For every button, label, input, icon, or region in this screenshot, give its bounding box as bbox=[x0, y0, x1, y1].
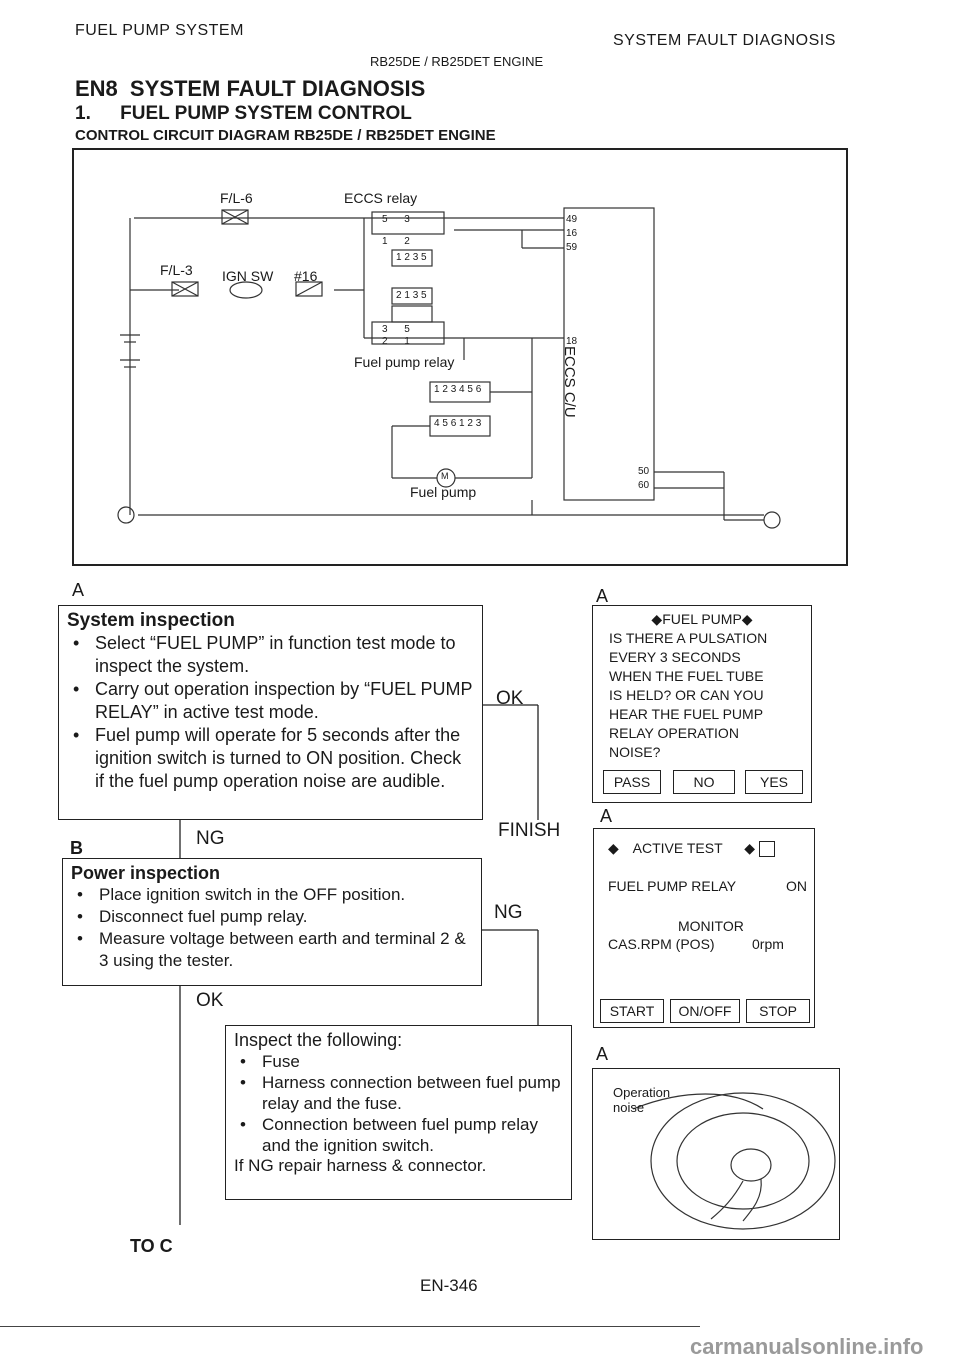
diagram-caption: CONTROL CIRCUIT DIAGRAM RB25DE / RB25DET… bbox=[75, 127, 496, 144]
screen1-panel: ◆FUEL PUMP◆ IS THERE A PULSATION EVERY 3… bbox=[592, 605, 812, 803]
screen2-panel: ◆ ACTIVE TEST ◆ FUEL PUMP RELAY ON MONIT… bbox=[593, 828, 815, 1028]
flow-ok-1: OK bbox=[496, 688, 524, 709]
system-inspection-list: Select “FUEL PUMP” in function test mode… bbox=[67, 632, 474, 793]
section-title: SYSTEM FAULT DIAGNOSIS bbox=[129, 76, 426, 101]
list-item: Connection between fuel pump relay and t… bbox=[234, 1114, 563, 1156]
pin-49: 49 bbox=[566, 214, 578, 225]
operation-noise-label: Operation noise bbox=[613, 1085, 671, 1115]
header-engine: RB25DE / RB25DET ENGINE bbox=[370, 54, 544, 69]
section-num: 1. bbox=[75, 103, 91, 124]
header-right: SYSTEM FAULT DIAGNOSIS bbox=[613, 32, 836, 49]
power-inspection-list: Place ignition switch in the OFF positio… bbox=[71, 884, 473, 972]
inspect-title: Inspect the following: bbox=[234, 1030, 403, 1050]
screen2-row1-label: FUEL PUMP RELAY bbox=[608, 878, 737, 894]
pin-59: 59 bbox=[566, 242, 578, 253]
checkbox-icon[interactable] bbox=[758, 841, 775, 858]
flow-ok-2: OK bbox=[196, 990, 224, 1011]
screen2-monitor: MONITOR bbox=[678, 918, 744, 934]
list-item: Fuel pump will operate for 5 seconds aft… bbox=[67, 724, 474, 793]
flow-a-left: A bbox=[72, 580, 85, 600]
screen2-title: ACTIVE TEST bbox=[632, 840, 723, 856]
pin-60: 60 bbox=[638, 480, 650, 491]
section-subtitle: FUEL PUMP SYSTEM CONTROL bbox=[120, 103, 412, 124]
label-eccs-relay: ECCS relay bbox=[344, 190, 418, 206]
stop-button[interactable]: STOP bbox=[746, 999, 810, 1023]
label-ign-sw: IGN SW bbox=[222, 268, 274, 284]
pass-button[interactable]: PASS bbox=[603, 770, 661, 794]
diamond-icon: ◆ bbox=[608, 840, 619, 856]
system-inspection-box: System inspection Select “FUEL PUMP” in … bbox=[58, 605, 483, 820]
screen1-title: ◆FUEL PUMP◆ bbox=[651, 611, 753, 627]
on-off-button[interactable]: ON/OFF bbox=[670, 999, 740, 1023]
pin-50: 50 bbox=[638, 466, 650, 477]
label-fuel-pump-relay: Fuel pump relay bbox=[354, 354, 455, 370]
conn-d: 4 5 6 1 2 3 bbox=[434, 418, 482, 429]
label-fuse16: #16 bbox=[294, 268, 318, 284]
flow-finish: FINISH bbox=[498, 820, 561, 841]
power-inspection-title: Power inspection bbox=[71, 863, 221, 883]
system-inspection-title: System inspection bbox=[67, 610, 235, 631]
photo-a: A bbox=[596, 1044, 609, 1064]
label-fl3: F/L-3 bbox=[160, 262, 193, 278]
list-item: Select “FUEL PUMP” in function test mode… bbox=[67, 632, 474, 678]
list-item: Place ignition switch in the OFF positio… bbox=[71, 884, 473, 906]
page-number: EN-346 bbox=[420, 1276, 478, 1295]
list-item: Fuse bbox=[234, 1051, 563, 1072]
label-fl6: F/L-6 bbox=[220, 190, 253, 206]
list-item: Measure voltage between earth and termin… bbox=[71, 928, 473, 972]
pin-18: 18 bbox=[566, 336, 578, 347]
section-subheading: 1. FUEL PUMP SYSTEM CONTROL bbox=[75, 103, 412, 125]
flow-to-c: TO C bbox=[130, 1236, 173, 1256]
inspect-footer: If NG repair harness & connector. bbox=[234, 1156, 487, 1175]
screen1-text: IS THERE A PULSATION EVERY 3 SECONDS WHE… bbox=[609, 630, 768, 760]
watermark: carmanualsonline.info bbox=[690, 1334, 924, 1359]
conn-b: 2 1 3 5 bbox=[396, 290, 427, 301]
list-item: Harness connection between fuel pump rel… bbox=[234, 1072, 563, 1114]
relay-bottom-term-2: 2 1 bbox=[382, 336, 410, 347]
list-item: Carry out operation inspection by “FUEL … bbox=[67, 678, 474, 724]
motor-symbol: M bbox=[441, 471, 449, 481]
flow-ng-2: NG bbox=[494, 902, 523, 923]
power-inspection-box: Power inspection Place ignition switch i… bbox=[62, 858, 482, 986]
conn-c: 1 2 3 4 5 6 bbox=[434, 384, 482, 395]
screen2-row2-label: CAS.RPM (POS) bbox=[608, 936, 715, 952]
section-code: EN8 bbox=[75, 76, 118, 101]
screen1-a: A bbox=[596, 586, 609, 606]
screen2-row1-value: ON bbox=[786, 878, 807, 894]
relay-top-term: 5 3 bbox=[382, 214, 410, 225]
list-item: Disconnect fuel pump relay. bbox=[71, 906, 473, 928]
relay-top-term-2: 1 2 bbox=[382, 236, 410, 247]
screen2-a: A bbox=[600, 806, 613, 826]
no-button[interactable]: NO bbox=[673, 770, 735, 794]
yes-button[interactable]: YES bbox=[745, 770, 803, 794]
flow-b: B bbox=[70, 838, 83, 858]
section-heading: EN8 SYSTEM FAULT DIAGNOSIS bbox=[75, 76, 425, 102]
pin-16: 16 bbox=[566, 228, 578, 239]
flow-ng-1: NG bbox=[196, 828, 225, 849]
conn-a: 1 2 3 5 bbox=[396, 252, 427, 263]
inspect-list: Fuse Harness connection between fuel pum… bbox=[234, 1051, 563, 1156]
start-button[interactable]: START bbox=[600, 999, 664, 1023]
relay-bottom-term: 3 5 bbox=[382, 324, 410, 335]
screen2-title-row: ◆ ACTIVE TEST ◆ bbox=[608, 839, 775, 858]
fuel-pump-illustration: Operation noise bbox=[592, 1068, 840, 1240]
inspect-following-box: Inspect the following: Fuse Harness conn… bbox=[225, 1025, 572, 1200]
header-left: FUEL PUMP SYSTEM bbox=[75, 22, 244, 39]
screen2-row2-value: 0rpm bbox=[752, 936, 784, 952]
label-fuel-pump: Fuel pump bbox=[410, 484, 477, 500]
circuit-diagram: F/L-6 ECCS relay F/L-3 IGN SW #16 Fuel p… bbox=[72, 148, 848, 566]
footer-rule bbox=[0, 1326, 700, 1327]
diamond-icon: ◆ bbox=[744, 840, 756, 856]
